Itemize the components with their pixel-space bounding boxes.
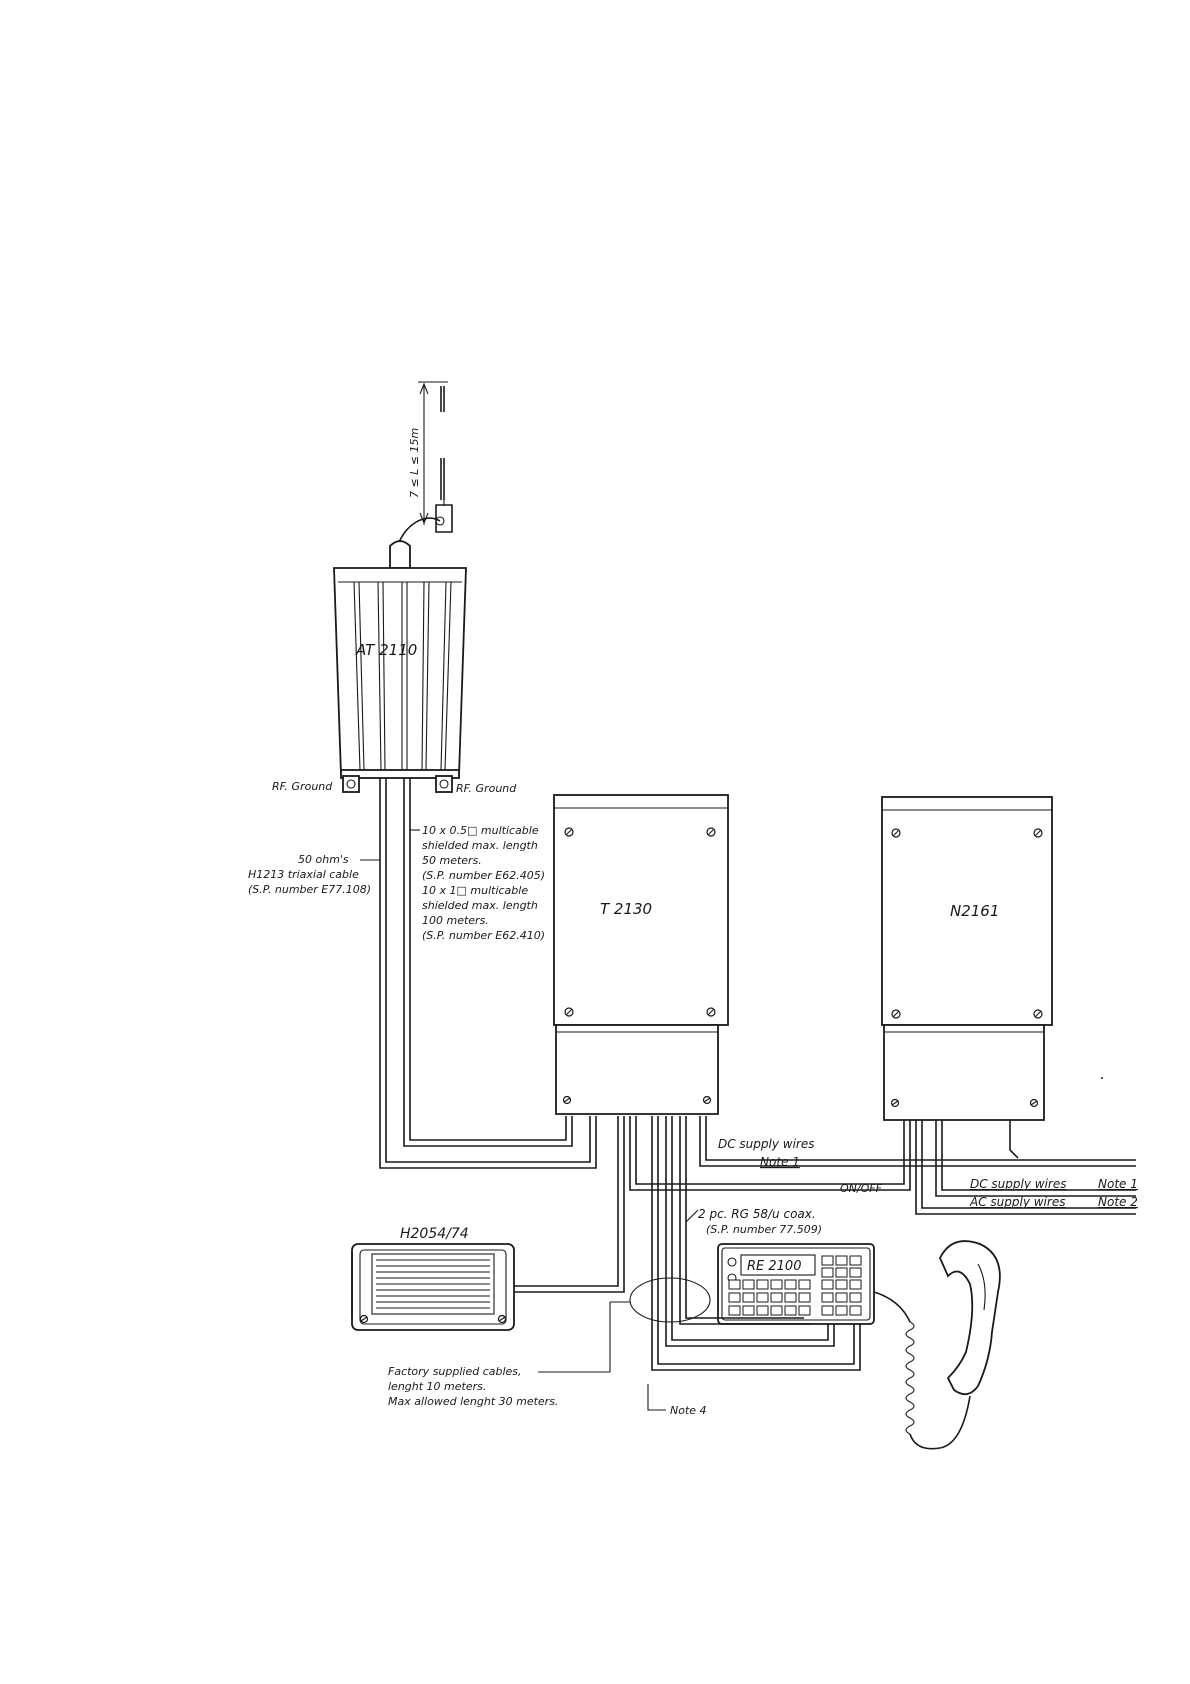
multicable-label-line3: 50 meters. (422, 854, 482, 867)
multicable-label-line7: 100 meters. (422, 914, 489, 927)
multicable (403, 778, 573, 1147)
multicable-label-line8: (S.P. number E62.410) (422, 929, 545, 942)
factory-cables-marker (629, 1277, 711, 1323)
loudspeaker-unit: H2054/74 (351, 1226, 515, 1331)
dc-supply-note-t2130: Note 1 (760, 1155, 800, 1169)
rf-ground-lug-left (342, 775, 360, 793)
multicable-label-line6: shielded max. length (422, 899, 538, 912)
factory-label-line1: Factory supplied cables, (388, 1365, 522, 1378)
coax-label-line2: (S.P. number 77.509) (706, 1223, 822, 1236)
rf-ground-label-left: RF. Ground (272, 780, 333, 793)
power-supply-label: N2161 (950, 902, 999, 920)
coax-label-line1: 2 pc. RG 58/u coax. (698, 1207, 816, 1221)
antenna-tuner-label: AT 2110 (355, 641, 417, 659)
remote-control-cables (651, 1116, 861, 1371)
transceiver-label: T 2130 (600, 900, 652, 918)
loudspeaker-cable (514, 1116, 625, 1293)
transceiver-screws (562, 827, 716, 1105)
telephone-handset (939, 1240, 1001, 1396)
multicable-label-line4: (S.P. number E62.405) (422, 869, 545, 882)
transceiver-unit: T 2130 (553, 794, 729, 1115)
rf-ground-lug-right (435, 775, 453, 793)
on-off-label: ON/OFF (840, 1182, 883, 1195)
antenna-length-dimension: 7 ≤ L ≤ 15m (408, 381, 448, 525)
factory-label-line3: Max allowed lenght 30 meters. (388, 1395, 558, 1408)
n2161-dc-supply-wires (935, 1120, 1136, 1197)
handset-coiled-cord (873, 1291, 971, 1450)
n2161-ac-supply-label: AC supply wires (969, 1195, 1065, 1209)
multicable-label-line1: 10 x 0.5□ multicable (422, 824, 539, 837)
power-supply-screws (890, 828, 1043, 1108)
note4-label: Note 4 (670, 1404, 707, 1417)
triax-label-line3: (S.P. number E77.108) (248, 883, 371, 896)
antenna-tuner-unit: AT 2110 (333, 540, 467, 779)
dc-supply-label-t2130: DC supply wires (718, 1137, 815, 1151)
n2161-ac-supply-note: Note 2 (1098, 1195, 1138, 1209)
loudspeaker-label: H2054/74 (400, 1226, 469, 1242)
multicable-label-line5: 10 x 1□ multicable (422, 884, 528, 897)
n2161-ac-supply-wires (915, 1120, 1136, 1215)
antenna-length-label: 7 ≤ L ≤ 15m (408, 428, 421, 498)
dc-supply-wires-t2130 (699, 1116, 1136, 1167)
factory-label-line2: lenght 10 meters. (388, 1380, 486, 1393)
remote-control-keypad (728, 1255, 862, 1316)
power-supply-unit: N2161 (881, 796, 1053, 1121)
triax-label-line1: 50 ohm's (298, 853, 349, 866)
n2161-dc-supply-note: Note 1 (1098, 1177, 1138, 1191)
multicable-label-line2: shielded max. length (422, 839, 538, 852)
remote-control-label: RE 2100 (747, 1259, 801, 1274)
triax-label-line2: H1213 triaxial cable (248, 868, 359, 881)
whip-antenna (397, 386, 453, 546)
n2161-dc-supply-label: DC supply wires (970, 1177, 1067, 1191)
rf-ground-label-right: RF. Ground (456, 782, 517, 795)
triaxial-cable (379, 778, 597, 1169)
on-off-wires (629, 1116, 911, 1191)
scan-speck (1101, 1077, 1103, 1079)
